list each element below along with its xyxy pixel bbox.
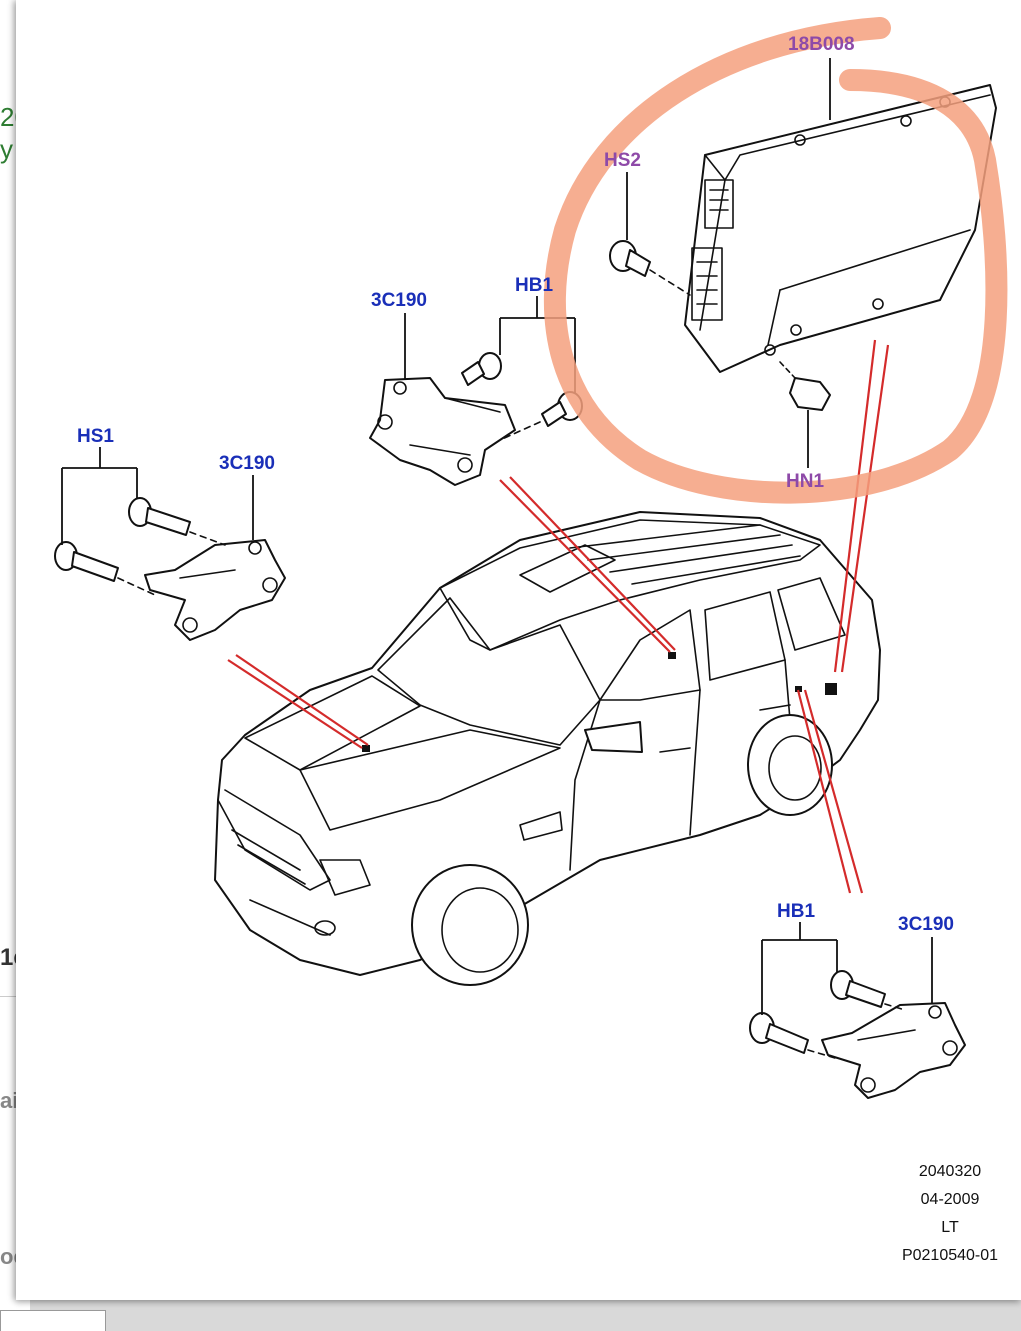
callout-hs2: HS2 <box>604 150 641 171</box>
callout-hb1-center: HB1 <box>515 275 553 296</box>
reference-date: 04-2009 <box>921 1191 980 1208</box>
vehicle-illustration <box>214 511 881 986</box>
nut-icon <box>779 361 831 411</box>
callout-hs1: HS1 <box>77 426 114 447</box>
callout-hb1-right: HB1 <box>777 901 815 922</box>
background-divider <box>0 996 20 997</box>
background-text-fragment: y <box>0 134 13 164</box>
callout-hn1: HN1 <box>786 471 824 492</box>
mounting-bracket-icon <box>369 377 516 486</box>
background-text-fragment: ai <box>0 1088 19 1113</box>
mounting-bracket-icon <box>144 539 286 641</box>
pointer-lines <box>227 339 890 894</box>
annotation-circle <box>544 17 1008 504</box>
control-module-icon <box>684 84 997 373</box>
background-box <box>0 1310 106 1331</box>
bolt-icon <box>830 970 906 1011</box>
reference-code: LT <box>941 1219 959 1236</box>
reference-block: 2040320 04-2009 LT P0210540-01 <box>902 1163 998 1264</box>
bolt-icon <box>54 541 156 596</box>
leader-lines <box>61 58 933 1015</box>
bolt-icon <box>609 240 691 296</box>
callout-3c190-left: 3C190 <box>219 453 275 474</box>
reference-number: 2040320 <box>919 1163 981 1180</box>
mounting-bracket-icon <box>821 1002 966 1099</box>
callout-3c190-right: 3C190 <box>898 914 954 935</box>
reference-illustration-id: P0210540-01 <box>902 1247 998 1264</box>
bolt-icon <box>461 352 502 386</box>
parts-diagram: 18B008 HS2 HN1 3C190 HB1 HS1 3C190 HB1 3… <box>54 17 1008 1264</box>
callout-3c190-center: 3C190 <box>371 290 427 311</box>
diagram-sheet: 18B008 HS2 HN1 3C190 HB1 HS1 3C190 HB1 3… <box>16 0 1021 1300</box>
callout-18b008: 18B008 <box>788 34 855 55</box>
bolt-icon <box>128 497 226 546</box>
bolt-icon <box>749 1012 836 1059</box>
